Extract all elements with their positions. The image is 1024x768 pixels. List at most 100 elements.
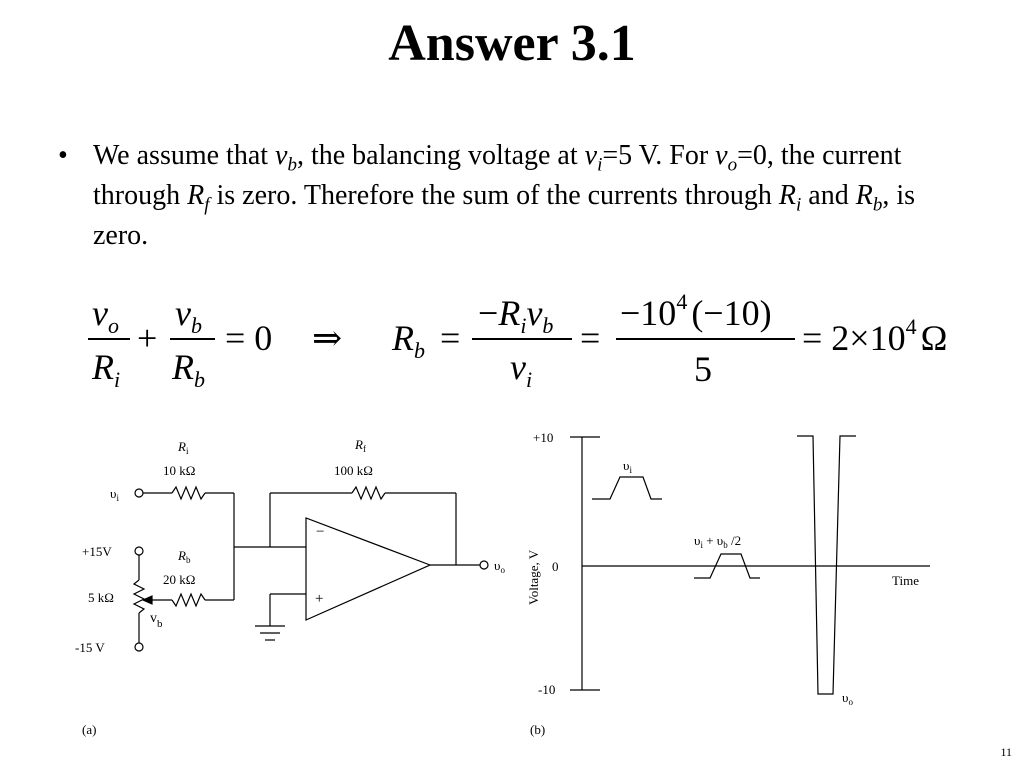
vi-wave-label: υ <box>623 458 629 473</box>
eq-f4-num-a: −10 <box>620 293 676 333</box>
svg-text:υi: υi <box>623 458 632 475</box>
eq-f4-num-exp: 4 <box>676 289 687 314</box>
rb-value: 20 kΩ <box>163 572 195 587</box>
var: R <box>778 180 797 211</box>
vb-label-sub: b <box>157 618 163 630</box>
eq-equals: = <box>580 318 600 358</box>
eq-f3-minus: − <box>478 293 498 333</box>
rf-label-sub: f <box>363 444 366 454</box>
eq-f1-num: v <box>92 293 108 333</box>
waveform-graph: +10 0 -10 Voltage, V Time υi υi + υb /2 … <box>526 430 930 737</box>
vi-label-sub: i <box>116 493 119 503</box>
svg-text:υi + υb /2: υi + υb /2 <box>694 533 741 550</box>
eq-f4-den: 5 <box>694 349 712 389</box>
eq-f3-R-sub: i <box>520 313 526 338</box>
eq-result: = 2×10 <box>802 318 906 358</box>
eq-equals-zero: = 0 <box>225 318 272 358</box>
rb-label-sub: b <box>186 555 191 565</box>
eq-f4-num-b: (−10) <box>691 293 771 333</box>
sum-label-b: υ <box>717 533 723 548</box>
svg-text:vb: vb <box>150 611 163 630</box>
var-sub: o <box>727 154 738 176</box>
pot-wiper-arrow <box>141 595 153 605</box>
vo-waveform <box>797 435 856 695</box>
eq-f3-v: v <box>526 293 542 333</box>
rf-label: R <box>354 437 363 452</box>
ri-value: 10 kΩ <box>163 463 195 478</box>
sum-label-b-sub: b <box>723 540 728 550</box>
eq-f1-den: R <box>91 347 114 387</box>
sum-label-plus: + <box>703 533 717 548</box>
vo-wave-label-sub: o <box>848 697 853 707</box>
svg-text:υi: υi <box>110 486 119 503</box>
eq-f2-den: R <box>171 347 194 387</box>
eq-f2-num-sub: b <box>191 313 202 338</box>
y-tick-label-bottom: -10 <box>538 682 555 697</box>
slide-title: Answer 3.1 <box>388 15 636 72</box>
vo-terminal <box>479 560 489 570</box>
bullet-marker: • <box>58 140 68 171</box>
text-run: =0, the current through <box>93 140 902 211</box>
var-sub: b <box>287 154 297 176</box>
eq-plus: + <box>137 318 157 358</box>
equation: vo Ri + vb Rb = 0 ⇒ Rb = −Rivb vi = −104… <box>88 289 947 392</box>
text-run: , is zero. <box>93 180 916 251</box>
svg-text:vo: vo <box>92 293 119 338</box>
text-run: and <box>801 180 856 211</box>
ri-label-sub: i <box>186 446 189 456</box>
vb-label: v <box>150 611 157 626</box>
text-run: =5 V. For <box>602 140 716 171</box>
noninverting-input-sign: + <box>315 591 323 607</box>
rf-value: 100 kΩ <box>334 463 373 478</box>
svg-text:Ri: Ri <box>177 439 189 456</box>
eq-f1-den-sub: i <box>114 367 120 392</box>
svg-text:−Rivb: −Rivb <box>478 293 553 338</box>
ri-resistor <box>171 485 206 501</box>
text-run: , the balancing voltage at <box>296 140 585 171</box>
var: v <box>275 140 288 171</box>
vi-waveform <box>592 476 662 500</box>
rb-label: R <box>177 548 186 563</box>
svg-text:Rb: Rb <box>171 347 205 392</box>
x-axis-label: Time <box>892 573 919 588</box>
eq-f3-den-sub: i <box>526 367 532 392</box>
sum-label-a-sub: i <box>700 540 703 550</box>
var-sub: i <box>796 194 802 216</box>
var: R <box>855 180 873 211</box>
op-amp <box>305 517 432 621</box>
svg-text:Rf: Rf <box>354 437 366 454</box>
vo-label: υ <box>494 558 500 573</box>
circuit-caption: (a) <box>82 722 96 737</box>
eq-lhs: R <box>391 318 414 358</box>
eq-f1-num-sub: o <box>108 313 119 338</box>
var: v <box>584 140 598 171</box>
svg-text:−104(−10): −104(−10) <box>620 289 772 333</box>
circuit-diagram: Ri 10 kΩ Rf 100 kΩ Rb 20 kΩ υi υo +15V -… <box>75 437 505 737</box>
svg-text:vb: vb <box>175 293 202 338</box>
inverting-input-sign: − <box>316 524 324 540</box>
var-sub: i <box>597 154 603 176</box>
neg-supply-label: -15 V <box>75 640 105 655</box>
rb-resistor <box>171 592 206 608</box>
vo-wave-label: υ <box>842 690 848 705</box>
eq-f3-R: R <box>497 293 520 333</box>
eq-f3-v-sub: b <box>542 313 553 338</box>
neg-supply-terminal <box>134 642 144 652</box>
eq-f3-den: v <box>510 347 526 387</box>
potentiometer <box>132 579 146 614</box>
var-sub: f <box>204 194 210 216</box>
sum-label-div: /2 <box>728 533 741 548</box>
graph-caption: (b) <box>530 722 545 737</box>
rf-resistor <box>351 485 386 501</box>
pos-supply-label: +15V <box>82 544 112 559</box>
svg-text:Ri: Ri <box>91 347 120 392</box>
eq-f2-den-sub: b <box>194 367 205 392</box>
eq-result-unit: Ω <box>921 318 948 358</box>
eq-implies: ⇒ <box>312 318 342 358</box>
bullet-text: We assume that vb, the balancing voltage… <box>93 136 973 256</box>
svg-text:vi: vi <box>510 347 532 392</box>
pot-value: 5 kΩ <box>88 590 114 605</box>
svg-text:υo: υo <box>842 690 853 707</box>
svg-text:Rb: Rb <box>391 318 425 363</box>
